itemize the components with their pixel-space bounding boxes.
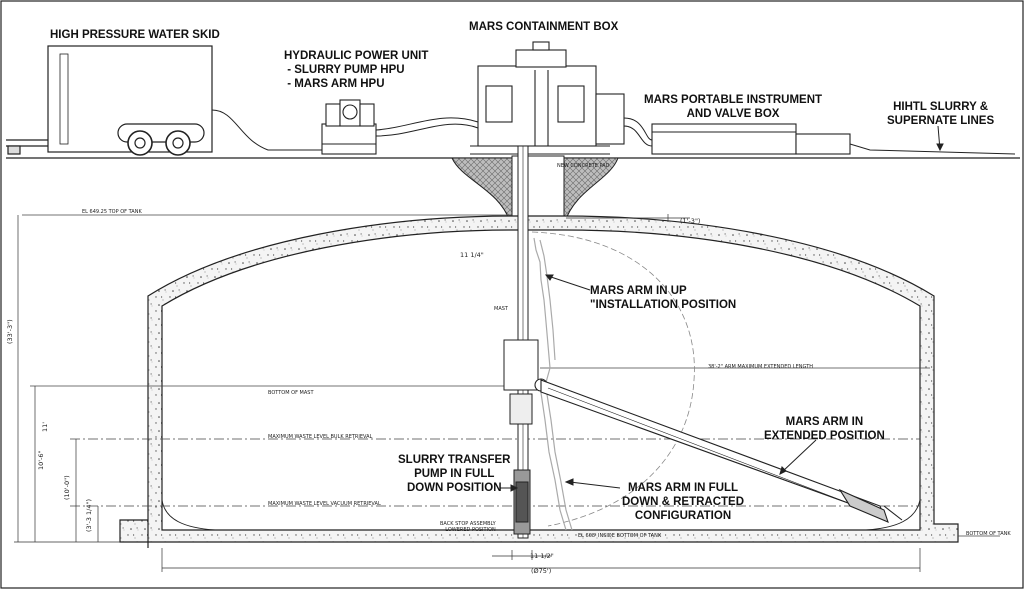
note-mast: MAST: [494, 306, 508, 312]
dim-10-0: (10'-0"): [63, 475, 71, 500]
arm-retracted-position: [539, 385, 573, 531]
note-arm-max-length: 38'-2" ARM MAXIMUM EXTENDED LENGTH: [708, 364, 814, 370]
note-new-concrete-pad: NEW CONCRETE PAD: [557, 163, 610, 169]
leader-lines: [500, 125, 944, 492]
note-inside-bottom: EL 608' INSIDE BOTTOM OF TANK: [578, 533, 662, 539]
label-arm-retracted: MARS ARM IN FULL DOWN & RETRACTED CONFIG…: [622, 482, 745, 522]
dim-11-quarter: 11 1/4": [460, 251, 484, 259]
dim-75: (Ø75'): [531, 567, 552, 575]
reference-lines: [22, 214, 1000, 537]
note-max-level-vacuum: MAXIMUM WASTE LEVEL VACUUM RETRIEVAL: [268, 501, 381, 507]
note-top-of-tank: EL 649.25 TOP OF TANK: [82, 209, 142, 215]
mast: [503, 145, 539, 539]
water-skid-trailer: [6, 45, 325, 156]
dim-3-3-quarter: (3'-3 1/4"): [85, 499, 93, 532]
instrument-valve-box: [623, 117, 1016, 155]
label-arm-up: MARS ARM IN UP "INSTALLATION POSITION: [590, 285, 737, 311]
dim-11: 11': [41, 421, 49, 432]
hydraulic-power-unit: [321, 99, 479, 155]
note-bottom-of-mast: BOTTOM OF MAST: [268, 390, 314, 396]
tank-shell: [119, 215, 959, 548]
containment-box: [470, 41, 625, 155]
label-water-skid: HIGH PRESSURE WATER SKID: [50, 29, 220, 41]
arm-sweep-arc: [531, 231, 695, 527]
arm-up-position: [533, 237, 556, 387]
note-max-level-bulk: MAXIMUM WASTE LEVEL BULK RETRIEVAL: [268, 434, 373, 440]
dim-11-half: 11 1/2": [530, 552, 554, 560]
dim-1-3: (1'-3"): [680, 217, 701, 225]
note-back-stop: BACK STOP ASSEMBLY LOWERED POSITION: [440, 521, 496, 533]
dim-33-3: (33'-3"): [6, 319, 14, 344]
label-pump-down: SLURRY TRANSFER PUMP IN FULL DOWN POSITI…: [398, 454, 511, 494]
dim-10-6: 10'-6": [37, 450, 45, 470]
label-instrument-valve-box: MARS PORTABLE INSTRUMENT AND VALVE BOX: [644, 94, 823, 120]
dimension-lines: [14, 214, 921, 572]
label-containment-box: MARS CONTAINMENT BOX: [469, 21, 619, 33]
note-bottom-of-tank: BOTTOM OF TANK: [966, 531, 1011, 537]
label-arm-extended: MARS ARM IN EXTENDED POSITION: [764, 416, 885, 442]
label-hydraulic-power-unit: HYDRAULIC POWER UNIT - SLURRY PUMP HPU -…: [284, 50, 429, 90]
label-slurry-lines: HIHTL SLURRY & SUPERNATE LINES: [887, 101, 995, 127]
arm-extended-position: [534, 378, 903, 523]
